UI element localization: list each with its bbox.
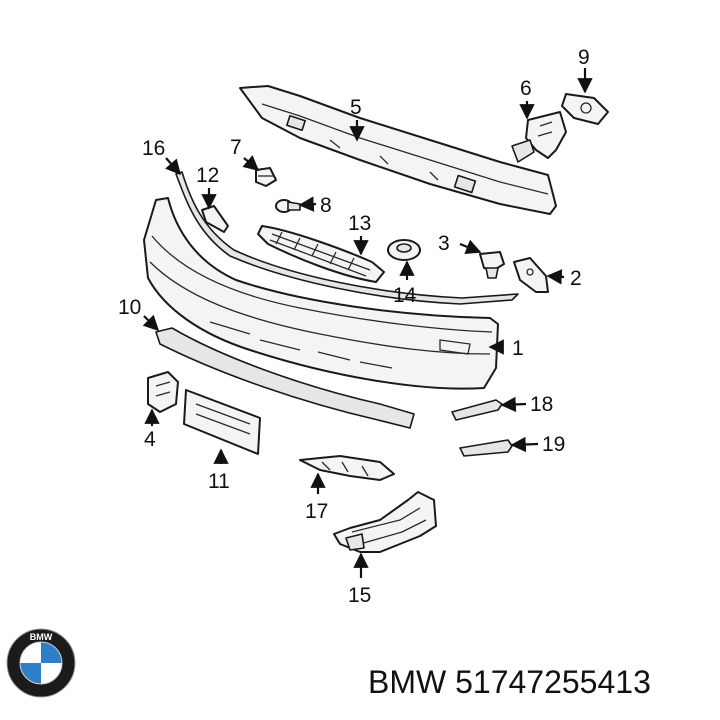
leader-lines	[142, 68, 593, 578]
part-10-lower-strip	[155, 327, 415, 429]
callout-8: 8	[320, 194, 332, 217]
callout-labels: 1 2 3 4 5 6 7 8 9 10 11 12 13 14 15 16 1…	[118, 46, 590, 607]
leader-8	[298, 196, 317, 212]
callout-18: 18	[530, 393, 553, 416]
leader-2	[546, 269, 565, 285]
callout-11: 11	[208, 470, 230, 493]
part-1-bumper-cover	[143, 197, 499, 390]
part-7-clip	[255, 167, 277, 187]
part-11-plate-base	[183, 389, 261, 455]
leader-16	[165, 157, 182, 176]
part-18-reflector	[451, 399, 503, 421]
part-15-air-duct	[333, 491, 437, 553]
part-4-bracket	[147, 371, 179, 413]
callout-6: 6	[520, 77, 532, 100]
callout-7: 7	[230, 136, 242, 159]
callout-19: 19	[542, 433, 565, 456]
callout-16: 16	[142, 137, 165, 160]
callout-12: 12	[196, 164, 219, 187]
bmw-roundel-icon: BMW	[6, 628, 76, 698]
logo-letters: BMW	[30, 632, 53, 642]
part-19-reflector-strip	[459, 439, 513, 457]
callout-5: 5	[350, 96, 362, 119]
part-8-push-pin	[275, 199, 301, 213]
leader-19	[510, 436, 539, 453]
callout-3: 3	[438, 232, 450, 255]
callout-9: 9	[578, 46, 590, 69]
leader-3	[459, 239, 482, 255]
part-9-mount-plate	[561, 93, 609, 125]
leader-7	[242, 155, 260, 172]
callout-17: 17	[305, 500, 328, 523]
callout-14: 14	[393, 284, 417, 307]
leader-10	[142, 314, 160, 332]
part-6-mount-bracket	[511, 111, 567, 163]
brand-name: BMW	[368, 664, 447, 700]
part-13-grille	[257, 225, 385, 283]
callout-10: 10	[118, 296, 141, 319]
callout-15: 15	[348, 584, 371, 607]
part-17-lower-grille	[299, 455, 395, 481]
part-number: 51747255413	[455, 664, 651, 700]
part-16-trim-strip	[175, 171, 519, 305]
callout-2: 2	[570, 267, 582, 290]
part-3-clip	[479, 251, 505, 279]
leader-18	[500, 396, 527, 413]
part-5-reinforcement-bar	[239, 85, 557, 215]
part-2-side-bracket	[513, 257, 549, 293]
callout-13: 13	[348, 212, 371, 235]
callout-4: 4	[144, 428, 156, 451]
part-caption: BMW 51747255413	[368, 664, 651, 701]
callout-1: 1	[512, 337, 524, 360]
part-14-grommet	[387, 239, 421, 261]
